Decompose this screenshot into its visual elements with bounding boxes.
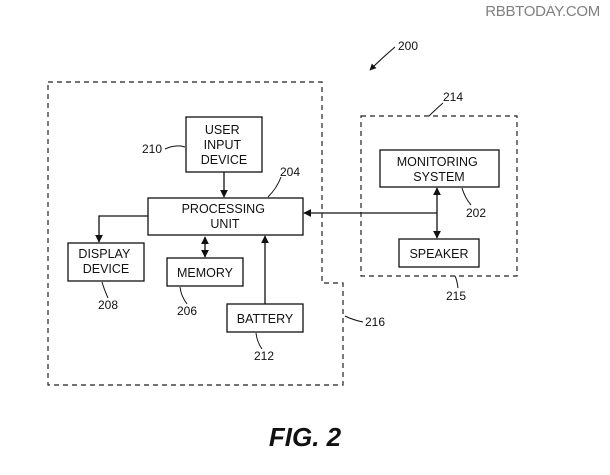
leader-202: [461, 187, 472, 206]
remote-housing-outline: [360, 115, 518, 277]
monitoring-system-label: MONITORING SYSTEM: [397, 155, 482, 184]
watermark: RBBTODAY.COM: [485, 3, 600, 20]
arrow-processing-to-display: [95, 215, 148, 243]
leader-204: [267, 176, 282, 198]
display-device-label: DISPLAY DEVICE: [78, 247, 133, 276]
display-device-box: [67, 242, 145, 282]
display-label-line-2: DEVICE: [83, 262, 130, 276]
main-housing-outline: [47, 81, 344, 386]
processing-unit-box: [147, 197, 304, 236]
leader-206: [179, 286, 188, 305]
ref-212: 212: [254, 349, 274, 363]
battery-label-line-1: BATTERY: [237, 312, 294, 326]
ref-215: 215: [446, 289, 466, 303]
user-input-label-line-3: DEVICE: [201, 153, 248, 167]
leader-215: [454, 275, 459, 289]
monitoring-label-line-2: SYSTEM: [413, 170, 464, 184]
speaker-label: SPEAKER: [409, 247, 468, 261]
ref-202: 202: [466, 206, 486, 220]
speaker-label-line-1: SPEAKER: [409, 247, 468, 261]
leader-208: [101, 281, 109, 299]
memory-box: [166, 257, 244, 287]
leader-214: [428, 102, 444, 117]
display-label-line-1: DISPLAY: [78, 247, 131, 261]
ref-200: 200: [398, 39, 418, 53]
ref-208: 208: [98, 298, 118, 312]
ref-210: 210: [142, 142, 162, 156]
processing-label-line-2: UNIT: [210, 217, 240, 231]
user-input-label-line-1: USER: [205, 123, 240, 137]
monitoring-system-box: [379, 149, 500, 188]
memory-label: MEMORY: [177, 266, 234, 280]
leader-210: [164, 145, 186, 150]
user-input-label: USER INPUT DEVICE: [201, 123, 248, 167]
processing-unit-label: PROCESSING UNIT: [182, 202, 269, 231]
leader-200: [369, 46, 396, 71]
figure-caption: FIG. 2: [268, 422, 342, 452]
battery-label: BATTERY: [237, 312, 294, 326]
monitoring-label-line-1: MONITORING: [397, 155, 478, 169]
processing-label-line-1: PROCESSING: [182, 202, 265, 216]
leader-216: [344, 315, 364, 323]
ref-206: 206: [177, 304, 197, 318]
ref-216: 216: [365, 315, 385, 329]
user-input-label-line-2: INPUT: [204, 138, 242, 152]
ref-214: 214: [443, 90, 463, 104]
memory-label-line-1: MEMORY: [177, 266, 234, 280]
ref-204: 204: [280, 165, 300, 179]
speaker-box: [398, 238, 480, 268]
leader-212: [255, 332, 263, 350]
user-input-device-box: [185, 116, 263, 173]
